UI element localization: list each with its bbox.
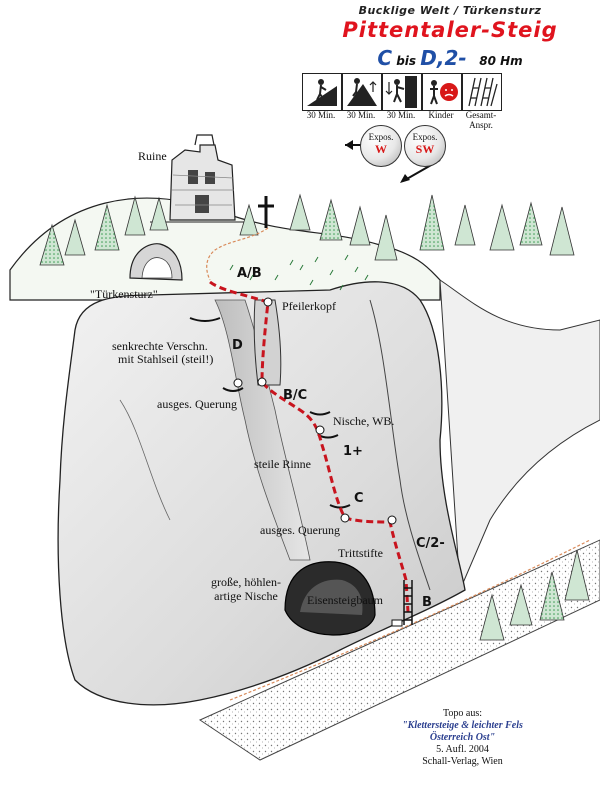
grade-to: D,2- bbox=[420, 46, 467, 70]
route-markers bbox=[233, 297, 397, 525]
forest-dots bbox=[40, 195, 564, 620]
exposure-sw-label: Expos. bbox=[412, 132, 438, 142]
grade-b: B bbox=[422, 595, 432, 610]
exposure-w-dir: W bbox=[375, 142, 387, 156]
exposure-sw-badge: Expos. SW bbox=[404, 125, 446, 167]
exposure-w-badge: Expos. W bbox=[360, 125, 402, 167]
icon-caption-4: Gesamt-Anspr. bbox=[465, 110, 497, 130]
pillar bbox=[253, 299, 282, 386]
icon-caption-1: 30 Min. bbox=[346, 110, 376, 120]
grade-sep: bis bbox=[396, 54, 417, 68]
region-subtitle: Bucklige Welt / Türkensturz bbox=[358, 4, 542, 17]
kids-icon bbox=[422, 73, 462, 111]
grade-1plus: 1+ bbox=[343, 444, 363, 459]
icon-caption-3: Kinder bbox=[428, 110, 454, 120]
label-eisensteigbaum: Eisensteigbaum bbox=[307, 593, 383, 607]
overall-difficulty-icon bbox=[462, 73, 502, 111]
label-querung-2: ausges. Querung bbox=[260, 523, 340, 537]
source-line-3: Österreich Ost" bbox=[429, 732, 496, 743]
grade-c2: C/2- bbox=[416, 536, 445, 551]
route-title: Pittentaler-Steig bbox=[342, 18, 558, 42]
ruin bbox=[150, 134, 250, 223]
crack-left bbox=[119, 399, 171, 521]
hill-meadow bbox=[9, 197, 441, 301]
grade-d: D bbox=[232, 338, 243, 353]
right-ridge bbox=[439, 279, 600, 591]
label-hoehle-1: große, höhlen- bbox=[211, 575, 281, 589]
label-querung-1: ausges. Querung bbox=[157, 397, 237, 411]
label-verschneidung-2: mit Stahlseil (steil!) bbox=[118, 352, 214, 366]
source-line-2: "Klettersteige & leichter Fels bbox=[402, 720, 523, 731]
ascent: 80 Hm bbox=[479, 54, 523, 68]
label-hoehle-2: artige Nische bbox=[214, 589, 278, 603]
label-trittstifte: Trittstifte bbox=[338, 546, 383, 560]
tuerkensturz-arch bbox=[129, 243, 183, 281]
label-tuerkensturz: "Türkensturz" bbox=[90, 287, 158, 301]
label-verschneidung-1: senkrechte Verschn. bbox=[112, 339, 208, 353]
grade-c: C bbox=[354, 491, 364, 506]
icon-caption-0: 30 Min. bbox=[306, 110, 336, 120]
icon-caption-2: 30 Min. bbox=[386, 110, 416, 120]
grass bbox=[229, 254, 369, 291]
grade-from: C bbox=[377, 46, 393, 70]
climbing-time-icon bbox=[342, 73, 382, 111]
source-line-1: Topo aus: bbox=[442, 708, 483, 719]
hiker-approach-icon bbox=[302, 73, 342, 111]
label-nische: Nische, WB. bbox=[333, 414, 395, 428]
approach-trail bbox=[206, 227, 269, 281]
source-note: Topo aus: "Klettersteige & leichter Fels… bbox=[380, 708, 545, 768]
exposure-sw-dir: SW bbox=[415, 142, 435, 156]
summit-cross bbox=[258, 196, 274, 228]
source-line-4: 5. Aufl. 2004 bbox=[436, 744, 489, 755]
grade-bc: B/C bbox=[283, 388, 308, 403]
grade-line: C bis D,2- 80 Hm bbox=[300, 46, 600, 70]
label-ruine: Ruine bbox=[138, 149, 167, 163]
grade-ab: A/B bbox=[237, 266, 262, 281]
exposure-w-label: Expos. bbox=[368, 132, 394, 142]
label-pfeilerkopf: Pfeilerkopf bbox=[282, 299, 336, 313]
label-rinne: steile Rinne bbox=[254, 457, 311, 471]
crack-right bbox=[369, 299, 431, 591]
source-line-5: Schall-Verlag, Wien bbox=[422, 756, 503, 767]
descent-icon bbox=[382, 73, 422, 111]
ladder bbox=[403, 580, 413, 625]
